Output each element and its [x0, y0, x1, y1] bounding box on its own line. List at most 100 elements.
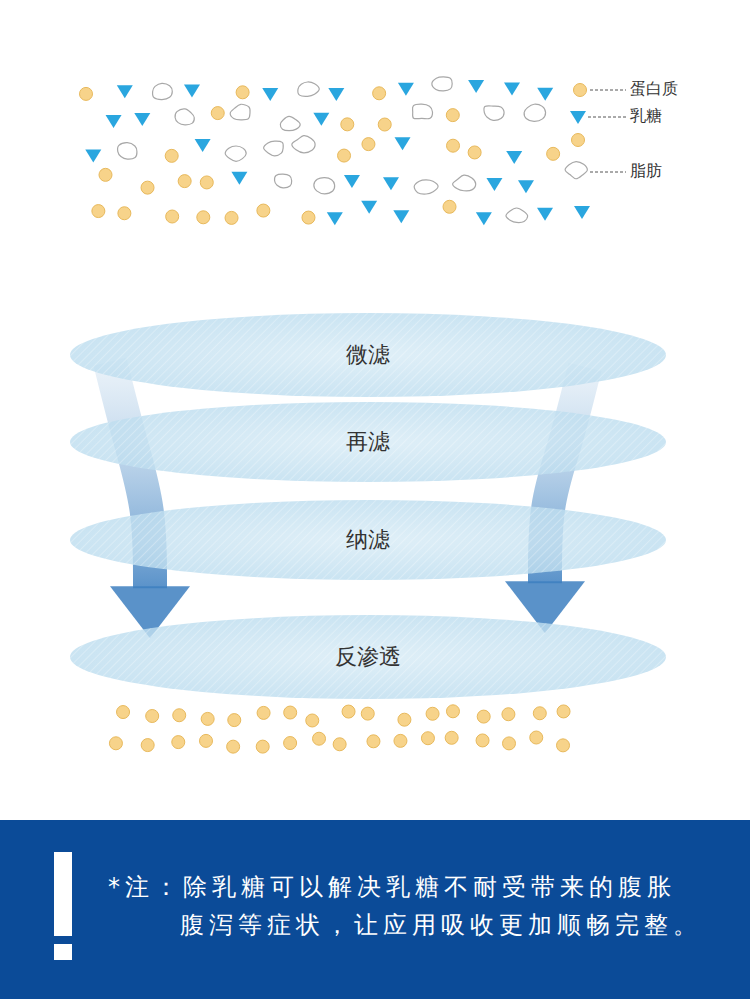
lactose-triangle [231, 172, 247, 185]
fat-blob [118, 143, 137, 159]
lactose-triangle [344, 175, 360, 188]
protein-dot [443, 200, 456, 213]
lactose-triangle [398, 83, 414, 96]
protein-dot [503, 737, 516, 750]
flow-arrow [110, 362, 190, 639]
filter-band: 反渗透 [70, 615, 666, 699]
protein-dot [557, 739, 570, 752]
protein-dot [426, 707, 439, 720]
protein-dot [178, 175, 191, 188]
footnote: *注：除乳糖可以解决乳糖不耐受带来的腹胀 腹泻等症状，让应用吸收更加顺畅完整。 [108, 868, 750, 945]
protein-dot [306, 714, 319, 727]
protein-dot [236, 86, 249, 99]
protein-dot [446, 705, 459, 718]
protein-dot [99, 168, 112, 181]
lactose-triangle [85, 149, 101, 162]
lactose-triangle [262, 88, 278, 101]
protein-dot [361, 707, 374, 720]
exclamation-icon [54, 852, 72, 960]
stage-label: 微滤 [346, 340, 390, 370]
lactose-triangle [134, 113, 150, 126]
protein-dot [227, 740, 240, 753]
lactose-triangle [106, 115, 122, 128]
protein-dot [398, 713, 411, 726]
protein-dot [502, 708, 515, 721]
protein-dot [572, 134, 585, 147]
protein-dot [165, 149, 178, 162]
protein-dot [225, 211, 238, 224]
protein-dot [172, 736, 185, 749]
protein-dot [201, 712, 214, 725]
fat-blob [298, 82, 319, 96]
fat-blob [280, 116, 300, 130]
fat-blob [275, 174, 292, 188]
filter-band: 再滤 [70, 402, 666, 482]
protein-dot [92, 205, 105, 218]
protein-dot [574, 84, 587, 97]
fat-blob [412, 104, 432, 119]
flow-arrow [505, 367, 585, 633]
lactose-triangle [504, 82, 520, 95]
protein-dot [146, 710, 159, 723]
protein-dot [173, 709, 186, 722]
stage-label: 纳滤 [346, 525, 390, 555]
lactose-triangle [361, 201, 377, 214]
lactose-triangle [537, 208, 553, 221]
protein-dot [362, 138, 375, 151]
fat-blob [292, 136, 315, 153]
lactose-triangle [195, 139, 211, 152]
fat-blob [432, 77, 452, 91]
protein-dot [547, 147, 560, 160]
protein-dot [302, 211, 315, 224]
fat-blob [230, 104, 250, 120]
lactose-triangle [574, 206, 590, 219]
protein-dot [80, 87, 93, 100]
protein-dot [533, 707, 546, 720]
protein-dot [446, 109, 459, 122]
component-label: 蛋白质 [630, 79, 678, 100]
particle-field [80, 77, 590, 225]
protein-dot [141, 181, 154, 194]
protein-dot [313, 732, 326, 745]
lactose-triangle [383, 177, 399, 190]
protein-dot [211, 107, 224, 120]
lactose-triangle [393, 210, 409, 223]
lactose-triangle [117, 85, 133, 98]
protein-dot [284, 706, 297, 719]
component-label: 乳糖 [630, 106, 662, 127]
filter-band: 纳滤 [70, 500, 666, 580]
lactose-triangle [506, 151, 522, 164]
fat-blob [414, 180, 438, 194]
protein-dot [166, 210, 179, 223]
stage-label: 再滤 [346, 427, 390, 457]
fat-blob [565, 162, 587, 179]
fat-blob [453, 175, 476, 191]
protein-dot [373, 87, 386, 100]
component-label: 脂肪 [630, 161, 662, 182]
protein-dot [197, 211, 210, 224]
protein-dot [378, 118, 391, 131]
protein-dot [557, 705, 570, 718]
protein-dot [367, 735, 380, 748]
protein-dot [342, 705, 355, 718]
lactose-triangle [476, 212, 492, 225]
fat-blob [175, 109, 194, 125]
filter-band: 微滤 [70, 313, 666, 397]
lactose-triangle [537, 88, 553, 101]
leader-lines [588, 90, 626, 172]
fat-blob [484, 106, 504, 121]
protein-dot [333, 738, 346, 751]
lactose-triangle [468, 80, 484, 93]
protein-dot [530, 731, 543, 744]
protein-dot [200, 734, 213, 747]
fat-blob [506, 208, 528, 223]
protein-dot [421, 732, 434, 745]
protein-dot [284, 737, 297, 750]
lactose-triangle [327, 212, 343, 225]
protein-row [109, 705, 570, 753]
protein-dot [447, 139, 460, 152]
lactose-triangle [313, 113, 329, 126]
protein-dot [477, 710, 490, 723]
fat-blob [524, 104, 545, 121]
protein-dot [118, 207, 131, 220]
